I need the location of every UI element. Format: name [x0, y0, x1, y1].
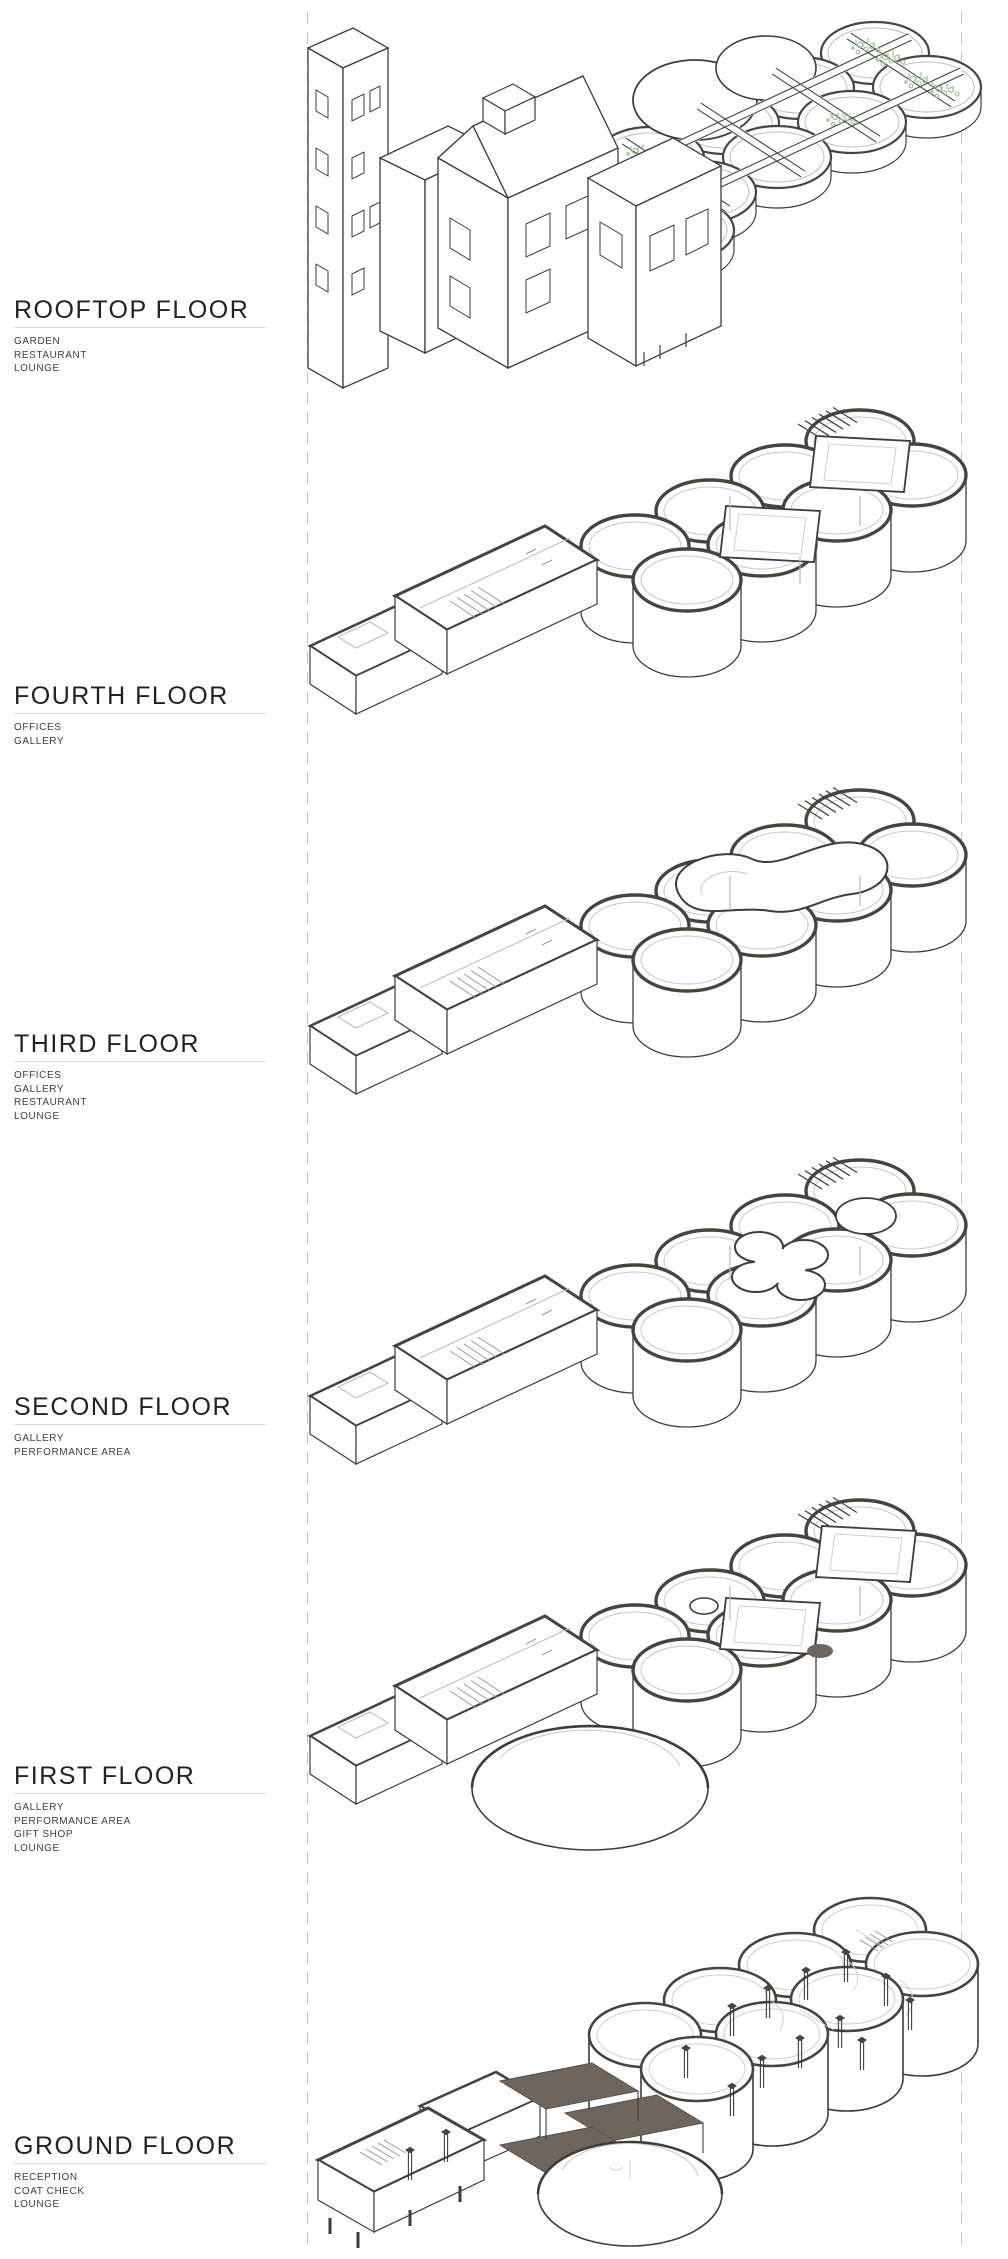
first-floor-drawing [308, 1496, 968, 1851]
floor-label-second: SECOND FLOOR GALLERY PERFORMANCE AREA [14, 1395, 272, 1459]
floor-item: GALLERY [14, 1802, 65, 1813]
second-floor-drawing [308, 1156, 968, 1466]
floor-item: RESTAURANT [14, 349, 88, 361]
floor-title-fourth: FOURTH FLOOR [14, 682, 229, 710]
floor-item: GIFT SHOP [14, 1829, 74, 1840]
title-rule [14, 1061, 266, 1062]
floor-item: OFFICES [14, 1070, 62, 1081]
floor-title-third: THIRD FLOOR [14, 1030, 200, 1058]
floor-item: RECEPTION [14, 2172, 78, 2183]
floor-items-ground: RECEPTION COAT CHECK LOUNGE [14, 2171, 272, 2212]
floor-items-rooftop: GARDEN RESTAURANT LOUNGE [14, 335, 272, 376]
floor-item: GALLERY [14, 735, 65, 747]
floor-items-fourth: OFFICES GALLERY [14, 721, 272, 748]
fourth-floor-drawing [308, 406, 968, 716]
title-rule [14, 1424, 266, 1425]
floor-title-first: FIRST FLOOR [14, 1762, 196, 1790]
floor-item: COAT CHECK [14, 2185, 85, 2197]
title-rule [14, 2163, 266, 2164]
floor-items-third: OFFICES GALLERY RESTAURANT LOUNGE [14, 1069, 272, 1123]
floor-item: GARDEN [14, 336, 61, 347]
floor-item: PERFORMANCE AREA [14, 1446, 131, 1458]
title-rule [14, 327, 266, 328]
floor-title-second: SECOND FLOOR [14, 1393, 233, 1421]
floor-item: OFFICES [14, 722, 62, 733]
title-rule [14, 1793, 266, 1794]
floor-item: LOUNGE [14, 363, 60, 374]
floor-label-rooftop: ROOFTOP FLOOR GARDEN RESTAURANT LOUNGE [14, 298, 272, 376]
floor-label-third: THIRD FLOOR OFFICES GALLERY RESTAURANT L… [14, 1032, 272, 1123]
floor-item: GALLERY [14, 1433, 65, 1444]
floor-items-first: GALLERY PERFORMANCE AREA GIFT SHOP LOUNG… [14, 1801, 272, 1855]
floor-item: GALLERY [14, 1083, 65, 1095]
third-floor-drawing [308, 786, 968, 1096]
floor-item: LOUNGE [14, 2199, 60, 2210]
floor-item: LOUNGE [14, 1842, 60, 1854]
left-dashed-guide [307, 12, 308, 2248]
floor-label-fourth: FOURTH FLOOR OFFICES GALLERY [14, 684, 272, 748]
ground-floor-drawing [314, 1896, 980, 2248]
rooftop-floor-drawing [306, 20, 983, 390]
floor-item: RESTAURANT [14, 1097, 88, 1108]
right-dashed-guide [961, 12, 962, 2248]
floor-label-first: FIRST FLOOR GALLERY PERFORMANCE AREA GIF… [14, 1764, 272, 1855]
floor-label-ground: GROUND FLOOR RECEPTION COAT CHECK LOUNGE [14, 2134, 272, 2212]
floor-item: PERFORMANCE AREA [14, 1815, 131, 1827]
floor-item: LOUNGE [14, 1110, 60, 1122]
floor-title-rooftop: ROOFTOP FLOOR [14, 296, 250, 324]
title-rule [14, 713, 266, 714]
floor-title-ground: GROUND FLOOR [14, 2132, 237, 2160]
floor-items-second: GALLERY PERFORMANCE AREA [14, 1432, 272, 1459]
